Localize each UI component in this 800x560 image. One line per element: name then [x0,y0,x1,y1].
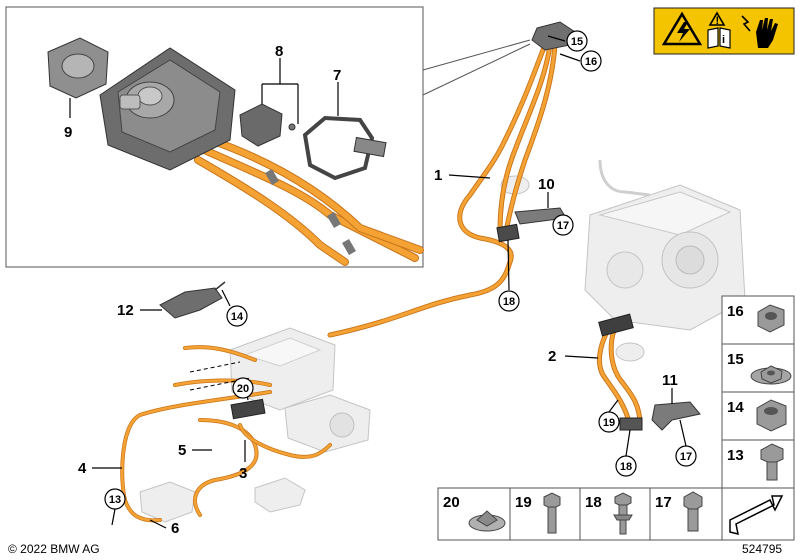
auxiliary-cable-harness [120,345,332,523]
high-voltage-warning-icon [661,11,703,46]
charging-socket-housing [99,47,236,171]
cable-2 [596,313,643,431]
nut-14-icon [756,399,787,432]
clip-nut-20-icon [468,510,506,532]
callout-5: 5 [178,442,186,459]
direction-arrow-icon [729,495,784,536]
diagram-number: 524795 [742,542,782,556]
callout-17-lower: 17 [680,451,692,463]
callout-20-circled: 20 [232,377,254,399]
power-electronics-ghost [229,327,336,411]
callout-2: 2 [548,348,556,365]
svg-text:!: ! [716,15,720,27]
table-label-16: 16 [727,303,744,320]
callout-15-circled: 15 [566,30,588,52]
callout-13-circled: 13 [104,488,126,510]
main-hv-cable [327,21,576,338]
heater-ghost [254,477,306,513]
protective-cover [47,37,109,99]
callout-18-upper: 18 [503,296,515,308]
callout-14: 14 [231,311,244,323]
table-label-18: 18 [585,494,602,511]
callout-16-circled: 16 [580,50,602,72]
callout-19-circled: 19 [598,411,620,433]
manual-info-glyph: i [722,34,725,46]
stud-bolt-18-icon [613,492,633,535]
table-label-14: 14 [727,399,744,416]
callout-6: 6 [171,520,179,537]
warning-panel: ! i [653,7,795,55]
no-touch-hand-icon [741,15,778,48]
part-11-bracket [651,401,701,431]
callout-18b-circled: 18 [615,455,637,477]
cable-holder-frame [302,115,387,181]
read-manual-icon: ! i [707,11,731,49]
table-label-13: 13 [727,447,744,464]
callout-8: 8 [275,43,283,60]
callout-15: 15 [571,36,583,48]
callout-10: 10 [538,176,555,193]
copyright-text: © 2022 BMW AG [8,542,100,556]
nut-16-icon [757,304,785,333]
callout-17a-circled: 17 [552,214,574,236]
callout-17b-circled: 17 [675,445,697,467]
callout-12: 12 [117,302,134,319]
callout-3: 3 [239,465,247,482]
compressor-ghost [284,394,371,453]
callout-4: 4 [78,460,87,477]
callout-17-upper: 17 [557,220,569,232]
table-label-17: 17 [655,494,672,511]
callout-14-circled: 14 [226,305,248,327]
callout-18a-circled: 18 [498,290,520,312]
callout-9: 9 [64,124,72,141]
table-label-15: 15 [727,351,744,368]
inset-cable-bundle [194,134,424,266]
parts-table-bottom-row: 20 19 18 17 [437,487,795,541]
table-label-19: 19 [515,494,532,511]
callout-19: 19 [603,417,615,429]
starter-unit-ghost [139,481,196,523]
bolt-19-icon [543,492,561,534]
table-label-20: 20 [443,494,460,511]
callout-13: 13 [109,494,121,506]
callout-18-lower: 18 [620,461,632,473]
part-12-holder [159,281,226,319]
bolt-13-icon [760,443,784,481]
callout-16: 16 [585,56,597,68]
parts-table-right-column: 16 15 14 13 [721,295,795,489]
callout-1: 1 [434,167,442,184]
bolt-17-icon [683,491,703,532]
flange-nut-15-icon [750,365,792,385]
electric-machine-ghost [584,159,746,331]
callout-7: 7 [333,67,341,84]
holder-bracket [239,103,296,147]
callout-20: 20 [237,383,249,395]
detail-inset: 9 8 7 [5,6,531,268]
callout-11: 11 [662,372,678,389]
